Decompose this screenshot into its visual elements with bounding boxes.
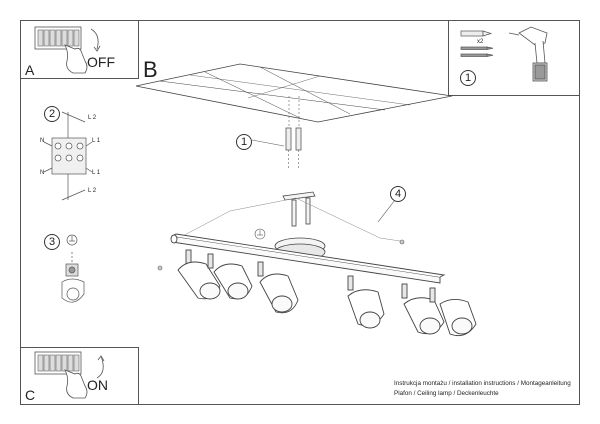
footer-line-1: Instrukcja montażu / installation instru… [394, 380, 571, 387]
ground-connection-diagram [61, 234, 85, 303]
wire-label-bottom-l2: L 2 [88, 188, 97, 194]
step-c-state: ON [87, 377, 108, 393]
wire-label-top-l2: L 2 [88, 115, 97, 121]
step-c-letter: C [25, 387, 36, 403]
wire-label-top-l1: L 1 [92, 138, 101, 144]
step-a-letter: A [25, 62, 35, 78]
callout-ground: 3 [44, 234, 60, 250]
spot-lamp [177, 249, 221, 300]
callout-assembly: 4 [390, 186, 406, 202]
wire-label-top-n: N [40, 138, 45, 144]
mounting-screws [285, 96, 302, 170]
footer-line-2: Plafon / Ceiling lamp / Deckenleuchte [394, 390, 499, 397]
spot-lamps [177, 249, 477, 337]
mounting-bracket [282, 191, 316, 227]
step-a-panel: A OFF [20, 20, 139, 79]
terminal-block-diagram [43, 111, 93, 201]
spot-lamp [401, 283, 445, 335]
instruction-frame [20, 20, 580, 405]
step-c-panel: C ON [20, 347, 139, 405]
dowel-quantity: x2 [477, 39, 484, 45]
step-a-state: OFF [87, 54, 115, 70]
ceiling-panel [135, 63, 453, 123]
spot-lamp [347, 275, 385, 329]
callout-mount-screws: 1 [236, 134, 252, 150]
callout-wiring: 2 [44, 106, 60, 122]
lamp-rail [170, 233, 446, 284]
wire-label-bottom-l1: L 1 [92, 170, 101, 176]
wire-label-bottom-n: N [40, 170, 45, 176]
spot-lamp [207, 253, 253, 300]
switch-on-illustration [34, 351, 105, 399]
ground-icon [254, 228, 266, 240]
callout-tools: 1 [460, 70, 476, 86]
step-b-letter: B [143, 57, 158, 82]
spot-lamp [429, 287, 477, 337]
tools-illustration [460, 26, 548, 82]
end-screws [157, 239, 405, 271]
dowel-icon [460, 30, 494, 57]
switch-off-illustration [34, 26, 101, 74]
drill-icon [508, 26, 548, 82]
spot-lamp [257, 261, 299, 314]
